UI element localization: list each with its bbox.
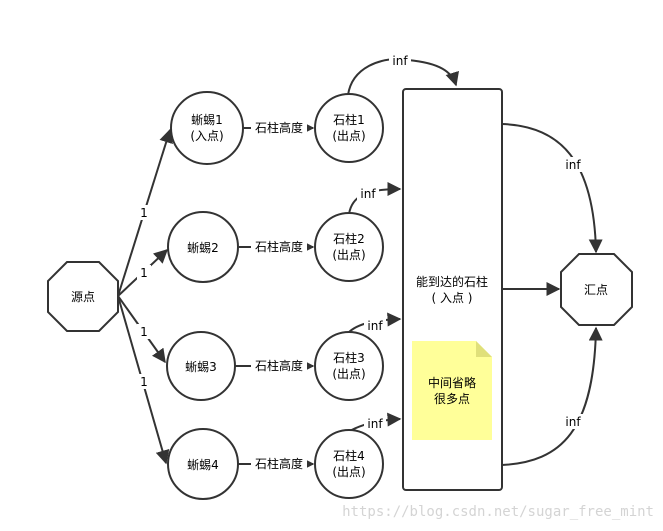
lizard1-sublabel: (入点) (190, 129, 223, 143)
watermark: https://blog.csdn.net/sugar_free_mint (342, 504, 654, 520)
source-label: 源点 (71, 290, 95, 304)
pillar2-sublabel: (出点) (332, 248, 365, 262)
pillar4-label: 石柱4 (333, 448, 365, 463)
pillar4-sublabel: (出点) (332, 465, 365, 479)
reachable-sublabel: ( 入点 ) (432, 291, 473, 305)
pillar1-sublabel: (出点) (332, 129, 365, 143)
lizard2-label: 蜥蜴2 (187, 240, 219, 255)
edge-label-inf-2: inf (360, 187, 376, 201)
edge-label-inf-1: inf (392, 54, 408, 68)
pillar3-label: 石柱3 (333, 350, 365, 365)
pillar2-node (314, 212, 384, 282)
edge-label-height-4: 石柱高度 (255, 456, 303, 471)
pillar1-node (314, 93, 384, 163)
pillar1-label: 石柱1 (333, 112, 365, 127)
edge-label-1-a: 1 (140, 206, 148, 220)
sink-node (560, 253, 633, 326)
lizard1-label: 蜥蜴1 (191, 112, 223, 127)
lizard2-node (167, 211, 239, 283)
edge-label-height-2: 石柱高度 (255, 239, 303, 254)
edge-label-1-d: 1 (140, 375, 148, 389)
edge-reachable-sink-bottom (501, 326, 603, 466)
note-fold (476, 341, 492, 357)
lizard4-node (167, 428, 239, 500)
reachable-label: 能到达的石柱 (416, 274, 488, 289)
edge-label-1-c: 1 (140, 325, 148, 339)
pillar4-node (314, 429, 384, 499)
edge-label-height-3: 石柱高度 (255, 358, 303, 373)
pillar3-node (314, 331, 384, 401)
lizard3-label: 蜥蜴3 (185, 359, 217, 374)
lizard1-node (170, 91, 244, 165)
edge-reachable-sink-top (501, 123, 603, 254)
edge-label-height-1: 石柱高度 (255, 120, 303, 135)
edge-label-inf-5: inf (565, 158, 581, 172)
edge-label-inf-4: inf (367, 417, 383, 431)
note-line2: 很多点 (434, 392, 470, 406)
edge-label-inf-3: inf (367, 319, 383, 333)
edge-label-1-b: 1 (140, 266, 148, 280)
pillar3-sublabel: (出点) (332, 367, 365, 381)
lizard3-node (166, 331, 236, 401)
note-line1: 中间省略 (428, 375, 476, 390)
edge-label-inf-6: inf (565, 415, 581, 429)
pillar2-label: 石柱2 (333, 231, 365, 246)
note-card (412, 341, 492, 440)
lizard4-label: 蜥蜴4 (187, 457, 219, 472)
source-node (47, 261, 119, 332)
sink-label: 汇点 (584, 283, 608, 297)
